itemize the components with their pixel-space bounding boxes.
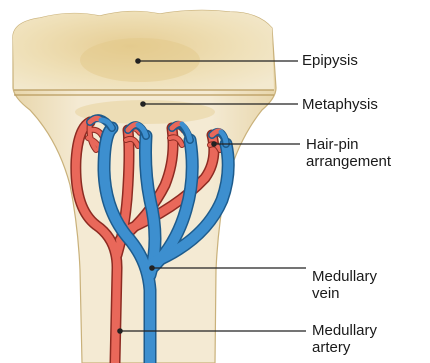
label-medullary-artery: Medullary artery: [312, 322, 377, 356]
pointer-dot-metaphysis: [140, 101, 146, 107]
label-artery-line1: Medullary: [312, 322, 377, 339]
label-metaphysis: Metaphysis: [302, 96, 378, 113]
pointer-dot-epiphysis: [135, 58, 141, 64]
label-epiphysis: Epipysis: [302, 52, 358, 69]
pointer-dot-hairpin: [211, 141, 217, 147]
pointer-dot-artery: [117, 328, 123, 334]
label-vein-line2: vein: [312, 285, 377, 302]
label-hairpin-line1: Hair-pin: [306, 136, 391, 153]
label-medullary-vein: Medullary vein: [312, 268, 377, 302]
label-hairpin-line2: arrangement: [306, 153, 391, 170]
label-hairpin-arrangement: Hair-pin arrangement: [306, 136, 391, 170]
label-artery-line2: artery: [312, 339, 377, 356]
label-vein-line1: Medullary: [312, 268, 377, 285]
pointer-dot-vein: [149, 265, 155, 271]
